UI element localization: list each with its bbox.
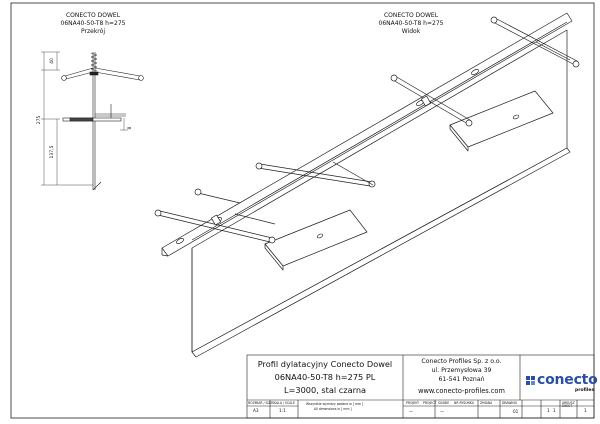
company-website: www.conecto-profiles.com [418, 387, 505, 395]
iso-view [154, 12, 580, 358]
units-note-en: All dimensions in [ mm ] [314, 407, 352, 411]
size-label: ROZMIAR / SIZE [248, 401, 273, 405]
logo-mark-icon [526, 376, 535, 385]
rev-header-3: SUSBIE [438, 401, 450, 405]
title-block-frame [246, 354, 595, 419]
scale-label: SKALA / SCALE [272, 401, 295, 405]
sheet-number: 1 [547, 408, 550, 413]
dim-label-plate: 8 [127, 126, 133, 129]
logo-subtext: profiles [575, 388, 595, 393]
dim-label-top: 40 [49, 58, 55, 64]
rev-header-4: NR RYSUNKU [454, 401, 475, 405]
rev-value-3: 01 [513, 409, 519, 414]
description-line-3: L=3000, stal czarna [283, 385, 367, 395]
sheet-of: 1 [553, 408, 556, 413]
size-value: A3 [253, 408, 259, 413]
rev-header-1: PROJEKT [406, 401, 419, 405]
section-label: Przekrój [81, 28, 105, 35]
section-view [41, 51, 144, 191]
company-name: Conecto Profiles Sp. z o.o. [421, 358, 502, 365]
iso-model: 06NA40-50-T8 h=275 [379, 20, 444, 27]
rev-value-2: — [440, 409, 445, 414]
units-note-pl: Wszystkie wymiary podane w [ mm ] [306, 402, 364, 406]
company-street: ul. Przemysłowa 39 [431, 367, 492, 374]
dim-label-height: 275 [36, 116, 42, 125]
rev-header-6: DRAWING [502, 401, 518, 405]
sheet-label: ARKUSZ SHEET [562, 401, 575, 409]
rev-value-1: — [409, 409, 414, 414]
rev-header-5: ZMIANA [480, 401, 493, 405]
rev-header-2: PROJECT [423, 401, 437, 405]
section-model: 06NA40-50-T8 h=275 [61, 20, 126, 27]
sheet-total: 1 [584, 408, 587, 413]
section-title: CONECTO DOWEL [66, 12, 121, 19]
company-city: 61-541 Poznań [438, 376, 485, 383]
logo-text: conecto [537, 372, 598, 388]
iso-title: CONECTO DOWEL [384, 12, 439, 19]
dim-label-lower: 137,5 [49, 145, 55, 158]
scale-value: 1:1 [279, 408, 286, 413]
description-line-1: Profil dylatacyjny Conecto Dowel [257, 359, 393, 369]
description-line-2: 06NA40-50-T8 h=275 PL [274, 372, 376, 382]
iso-label: Widok [402, 28, 421, 35]
